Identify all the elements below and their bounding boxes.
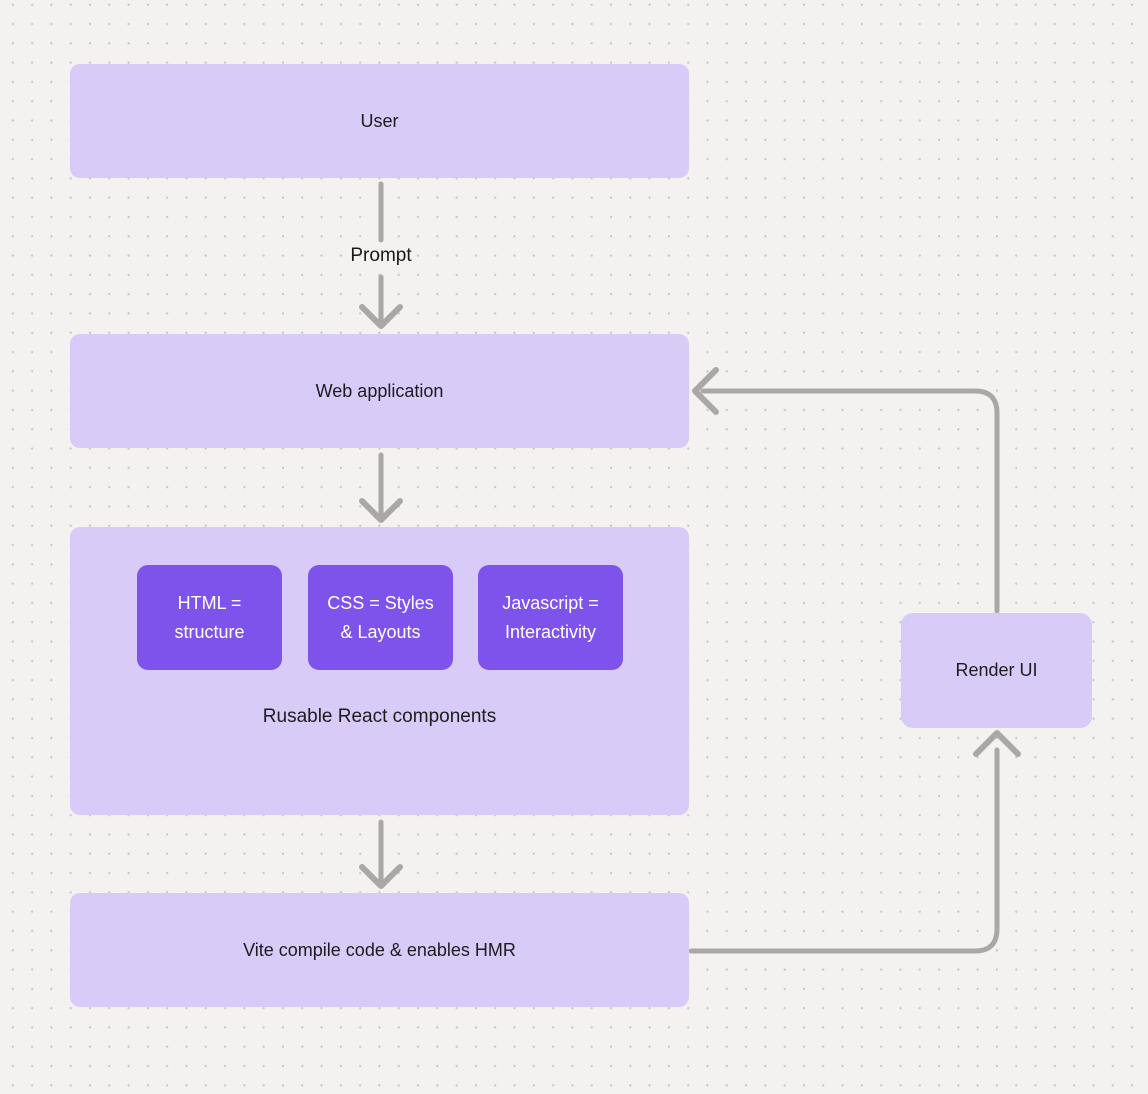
- edge-components-to-vite: [359, 819, 403, 889]
- node-web-application[interactable]: Web application: [70, 334, 689, 448]
- chip-css-styles[interactable]: CSS = Styles & Layouts: [308, 565, 453, 670]
- node-render-ui-label: Render UI: [955, 660, 1038, 680]
- node-vite[interactable]: Vite compile code & enables HMR: [70, 893, 689, 1007]
- node-web-application-label: Web application: [315, 380, 444, 401]
- edge-vite-to-render-ui: [688, 730, 1021, 954]
- chip-javascript-interactivity-label: Javascript = Interactivity: [502, 592, 599, 642]
- components-group-caption: Rusable React components: [262, 706, 497, 727]
- node-render-ui[interactable]: Render UI: [901, 613, 1092, 728]
- node-components-group[interactable]: HTML = structure CSS = Styles & Layouts …: [70, 527, 689, 815]
- node-user[interactable]: User: [70, 64, 689, 178]
- chip-javascript-interactivity[interactable]: Javascript = Interactivity: [478, 565, 623, 670]
- node-vite-label: Vite compile code & enables HMR: [243, 939, 516, 960]
- node-user-label: User: [360, 110, 399, 131]
- chip-css-styles-label: CSS = Styles & Layouts: [327, 592, 434, 642]
- edge-web-application-to-components: [359, 452, 403, 523]
- edge-render-ui-to-web-application: [692, 367, 1000, 614]
- chip-html-structure[interactable]: HTML = structure: [137, 565, 282, 670]
- chip-html-structure-label: HTML = structure: [174, 592, 245, 642]
- edge-label-prompt: Prompt: [350, 245, 412, 266]
